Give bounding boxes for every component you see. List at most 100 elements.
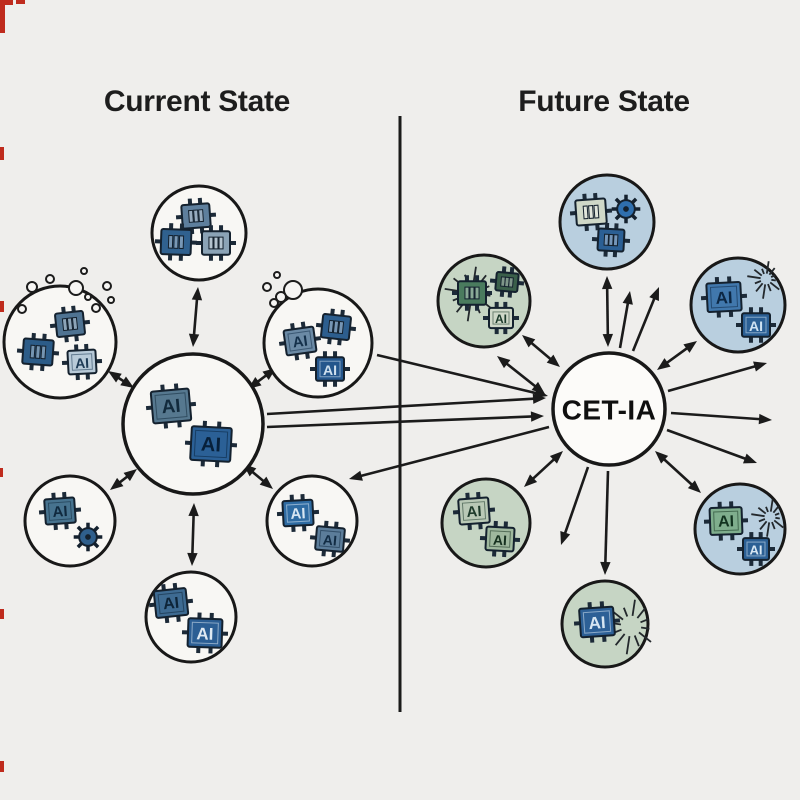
edge-artifact bbox=[0, 3, 5, 33]
chip-body bbox=[54, 310, 86, 338]
burst-ray bbox=[636, 607, 646, 619]
arrow bbox=[349, 425, 550, 481]
burst-ray bbox=[769, 499, 774, 512]
chip-icon bbox=[16, 332, 60, 372]
thought-bubble bbox=[262, 282, 272, 292]
chip-pin bbox=[62, 491, 67, 499]
chip-ai-icon: AI bbox=[736, 307, 776, 343]
chip-pin bbox=[478, 523, 483, 530]
ai-label: AI bbox=[292, 333, 309, 352]
chip-pin bbox=[173, 383, 179, 390]
burst-ray bbox=[775, 516, 780, 520]
future-hub-node-circle bbox=[551, 351, 667, 467]
chip-pin bbox=[493, 520, 498, 528]
chip-pin bbox=[187, 198, 193, 205]
burst-ray bbox=[466, 302, 472, 322]
ai-label: AI bbox=[196, 624, 214, 644]
chip-pin bbox=[40, 364, 45, 372]
chip-pin bbox=[321, 550, 326, 557]
thought-bubble bbox=[275, 291, 287, 303]
burst-ray bbox=[767, 283, 772, 292]
chip-ai-icon: AI bbox=[703, 501, 749, 541]
ai-label: AI bbox=[588, 613, 606, 633]
burst-ray bbox=[633, 635, 640, 647]
chip-pin bbox=[494, 328, 499, 335]
thought-bubble bbox=[283, 280, 303, 300]
arrowhead bbox=[601, 276, 613, 290]
ai-label: AI bbox=[52, 503, 68, 521]
chip-pin bbox=[573, 621, 581, 626]
burst-ray bbox=[625, 635, 631, 655]
chip-pin bbox=[74, 507, 82, 512]
arrowhead bbox=[188, 333, 200, 347]
chip-pin bbox=[759, 336, 764, 343]
chip-pin bbox=[483, 316, 489, 320]
chip-pin bbox=[95, 358, 103, 364]
chip-pin bbox=[349, 326, 357, 332]
burst-icon bbox=[751, 499, 784, 537]
chip-body bbox=[152, 587, 190, 619]
chip-pin bbox=[759, 307, 764, 314]
future-upper-left-node: AI bbox=[436, 253, 532, 349]
arrowhead bbox=[110, 477, 124, 490]
chip-pin bbox=[476, 491, 481, 499]
arrow bbox=[601, 276, 614, 347]
ai-label: AI bbox=[161, 396, 182, 419]
chip-inner bbox=[286, 503, 310, 523]
ai-label: AI bbox=[322, 531, 337, 548]
chip-pin bbox=[176, 615, 181, 622]
ai-label: AI bbox=[495, 312, 507, 326]
chip-cell bbox=[71, 316, 79, 331]
arrow bbox=[266, 411, 544, 429]
chip-pin bbox=[31, 332, 36, 340]
current-upper-left-node: AI bbox=[2, 267, 118, 400]
chip-pin bbox=[334, 521, 339, 528]
chip-pin bbox=[741, 518, 749, 523]
current-state-title: Current State bbox=[103, 85, 291, 118]
chip-pin bbox=[717, 501, 722, 508]
chip-cell bbox=[337, 320, 345, 335]
chip-body bbox=[180, 202, 212, 230]
chip-pin bbox=[464, 304, 469, 311]
chip-pin bbox=[467, 523, 472, 531]
arrow bbox=[524, 451, 563, 487]
chip-pin bbox=[230, 241, 236, 245]
chip-pin bbox=[479, 535, 487, 541]
chip-ai-icon: AI bbox=[479, 520, 521, 558]
chip-pin bbox=[208, 647, 213, 654]
arrow bbox=[110, 469, 137, 490]
chip-pin bbox=[197, 612, 202, 619]
chip-ai-icon: AI bbox=[452, 491, 496, 531]
chip-pin bbox=[163, 422, 169, 429]
chip-pin bbox=[172, 582, 178, 590]
arrowhead bbox=[349, 470, 363, 481]
arrow bbox=[655, 451, 701, 493]
chip-cell bbox=[61, 317, 69, 332]
chip-pin bbox=[83, 319, 91, 325]
chip-pin bbox=[184, 440, 192, 445]
chip-pin bbox=[770, 323, 776, 327]
thought-bubble bbox=[102, 281, 112, 291]
ai-label: AI bbox=[715, 288, 733, 308]
chip-pin bbox=[74, 344, 79, 351]
chip-icon bbox=[489, 266, 525, 298]
chip-inner bbox=[154, 392, 188, 420]
chip-pin bbox=[718, 534, 723, 541]
chip-pin bbox=[290, 323, 295, 330]
chip-inner bbox=[709, 285, 739, 309]
chip-cell bbox=[29, 344, 36, 359]
chip-pin bbox=[84, 343, 89, 351]
chip-pin bbox=[208, 225, 213, 232]
thought-bubble bbox=[80, 267, 88, 275]
chip-pin bbox=[331, 550, 336, 558]
chip-body bbox=[315, 356, 345, 382]
current-lower-left-node: AI bbox=[23, 474, 117, 568]
arrowhead bbox=[655, 451, 669, 464]
chip-inner bbox=[318, 529, 342, 549]
arrowhead bbox=[497, 356, 511, 369]
chip-pin bbox=[315, 322, 323, 328]
arrow bbox=[108, 371, 134, 388]
arrowhead bbox=[649, 287, 659, 302]
